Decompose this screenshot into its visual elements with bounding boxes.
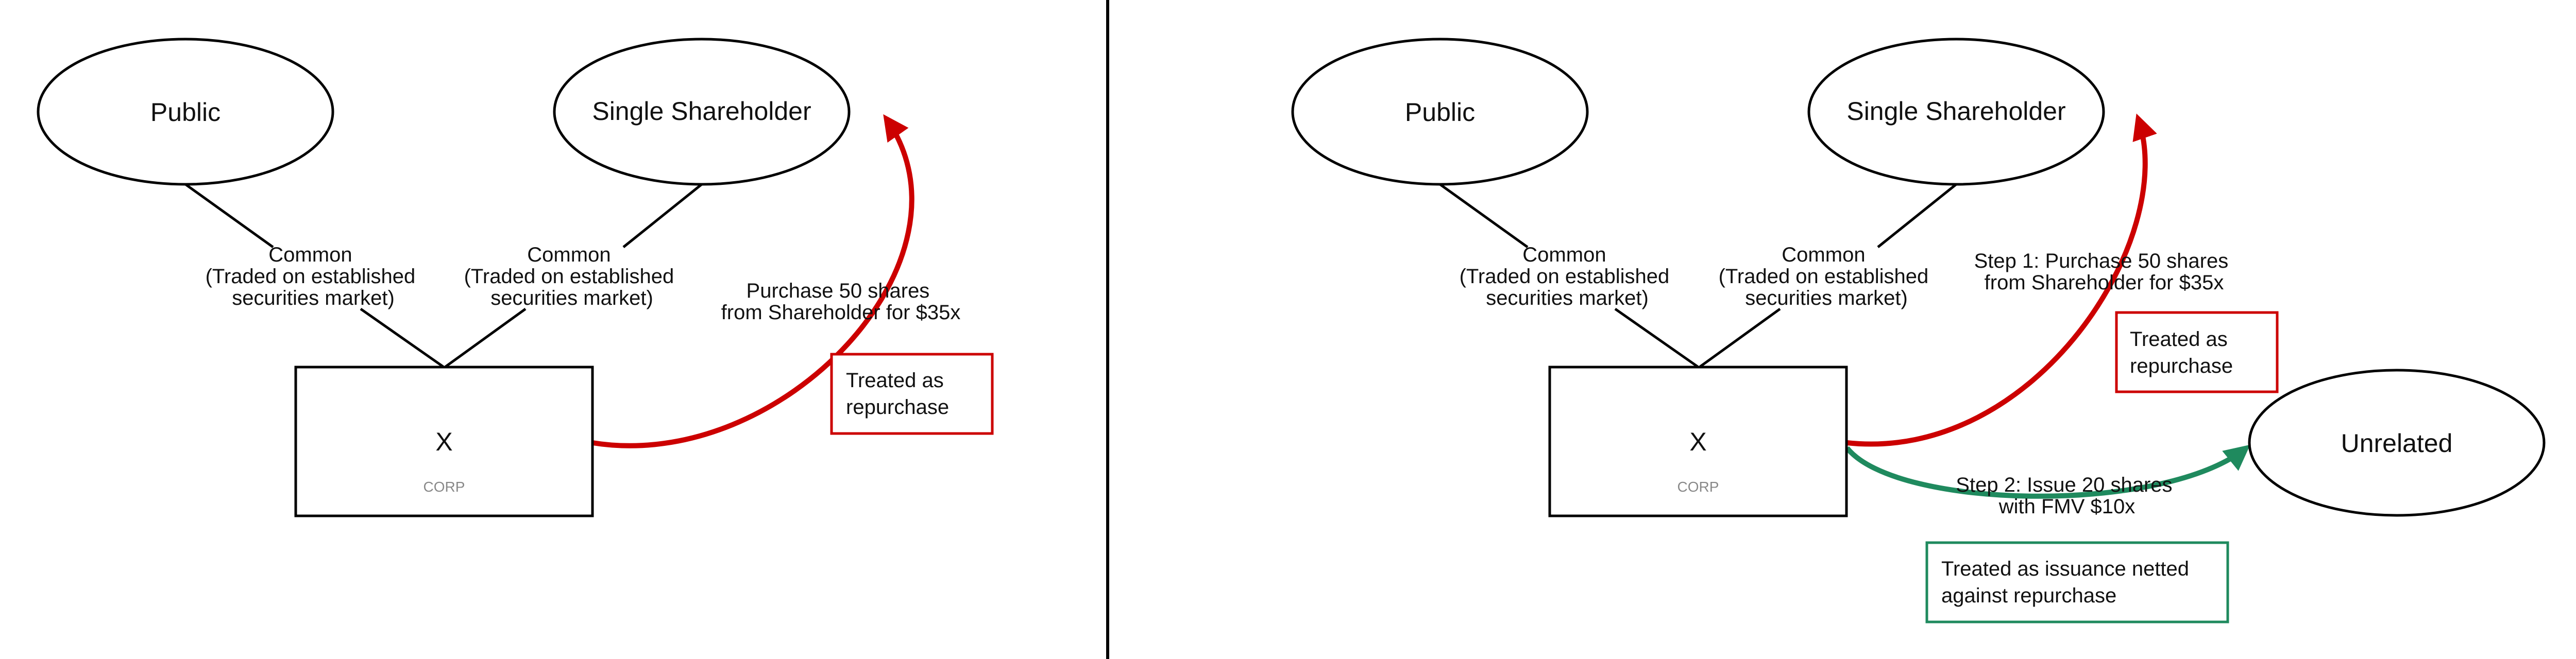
- right-issuance-note: [1925, 541, 2229, 623]
- right-issuance-note-text: Treated as issuance netted against repur…: [1941, 558, 2195, 607]
- right-shareholder-label: Single Shareholder: [1846, 97, 2065, 126]
- right-panel: Public Single Shareholder Unrelated X CO…: [1291, 38, 2546, 623]
- left-corp-tag: CORP: [423, 479, 465, 495]
- left-public-edge-label: Common (Traded on established securities…: [206, 244, 421, 309]
- right-shareholder-edge-label: Common (Traded on established securities…: [1719, 244, 1935, 309]
- left-repurchase-note: [830, 353, 994, 435]
- right-step1-arrow: [1846, 113, 2157, 447]
- right-repurchase-note: [2115, 311, 2279, 393]
- left-shareholder-edge-label: Common (Traded on established securities…: [464, 244, 680, 309]
- right-unrelated-label: Unrelated: [2341, 429, 2453, 458]
- right-public-edge: [1439, 183, 1529, 249]
- left-shareholder-node: [553, 38, 851, 186]
- right-public-edge-label: Common (Traded on established securities…: [1460, 244, 1675, 309]
- right-corp-name: X: [1689, 427, 1706, 456]
- left-repurchase-arrow: [592, 114, 914, 448]
- right-corp-box: [1548, 366, 1848, 517]
- left-public-edge: [184, 183, 274, 249]
- left-public-node: [37, 38, 334, 186]
- right-unrelated-node: [2248, 369, 2546, 517]
- right-shareholder-edge: [1877, 183, 1957, 248]
- right-step2-arrow: [1845, 444, 2250, 499]
- left-public-label: Public: [150, 98, 221, 127]
- right-public-edge: [1614, 307, 1699, 368]
- left-shareholder-edge: [445, 307, 527, 368]
- right-step2-label: Step 2: Issue 20 shares with FMV $10x: [1956, 474, 2178, 518]
- right-step1-label: Step 1: Purchase 50 shares from Sharehol…: [1974, 250, 2234, 294]
- right-public-label: Public: [1405, 98, 1475, 127]
- right-shareholder-edge: [1699, 307, 1781, 368]
- left-public-edge: [360, 307, 444, 368]
- left-purchase-label: Purchase 50 shares from Shareholder for …: [721, 280, 961, 324]
- right-corp-tag: CORP: [1677, 479, 1719, 495]
- left-corp-box: [294, 366, 594, 517]
- right-shareholder-node: [1807, 38, 2105, 186]
- left-shareholder-label: Single Shareholder: [592, 97, 811, 126]
- right-public-node: [1291, 38, 1589, 186]
- right-repurchase-note-text: Treated as repurchase: [2130, 328, 2233, 377]
- left-panel: Public Single Shareholder X CORP Common …: [37, 38, 994, 517]
- left-repurchase-note-text: Treated as repurchase: [846, 369, 950, 419]
- left-corp-name: X: [435, 427, 452, 456]
- left-shareholder-edge: [622, 183, 703, 248]
